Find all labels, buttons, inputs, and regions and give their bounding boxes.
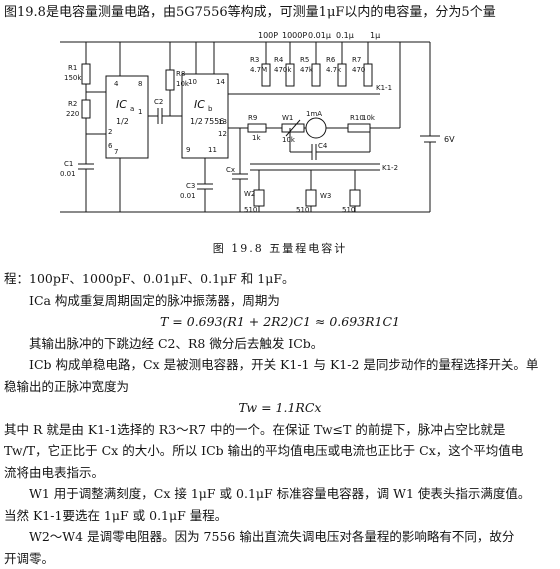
pin-number: 1 — [138, 108, 142, 116]
ic-b-name: IC — [194, 98, 205, 111]
paragraph: W2～W4 是调零电阻器。因为 7556 输出直流失调电压对各量程的影响略有不同… — [4, 526, 556, 548]
r1-value: 150k — [64, 74, 82, 82]
r9-value: 1k — [252, 134, 261, 142]
w1-label: W1 — [282, 114, 293, 122]
figure-caption: 图 19.8 五量程电容计 — [0, 240, 560, 256]
r8-label: R8 — [176, 70, 185, 78]
w2-value: 510 — [244, 206, 257, 214]
pin-number: 8 — [138, 80, 142, 88]
r2-value: 220 — [66, 110, 79, 118]
circuit-diagram: 100P 1000P 0.01μ 0.1μ 1μ R3 4.7M R4 470k… — [0, 24, 560, 250]
resistor-value: 4.7k — [326, 66, 342, 74]
battery-label: 6V — [444, 135, 455, 144]
pin-number: 13 — [218, 118, 227, 126]
paragraph: W1 用于调整满刻度，Cx 接 1μF 或 0.1μF 标准容量电容器，调 W1… — [4, 483, 556, 505]
meter-label: 1mA — [306, 110, 322, 118]
paragraph: 程：100pF、1000pF、0.01μF、0.1μF 和 1μF。 — [4, 268, 556, 290]
paragraph: 稳输出的正脉冲宽度为 — [4, 376, 556, 398]
range-label: 1000P — [282, 31, 307, 40]
r10-value: 10k — [362, 114, 376, 122]
pin-number: 7 — [114, 148, 118, 156]
w3-value: 510 — [296, 206, 309, 214]
resistor-label: R3 — [250, 56, 259, 64]
c4-label: C4 — [318, 142, 328, 150]
ic-a-sub: a — [130, 105, 134, 113]
r8-value: 10k — [176, 80, 190, 88]
c2-label: C2 — [154, 98, 163, 106]
pin-number: 12 — [218, 130, 227, 138]
page: 图19.8是电容量测量电路，由5G7556等构成，可测量1μF以内的电容量，分为… — [0, 0, 560, 551]
resistor-value: 470 — [352, 66, 365, 74]
ic-b-sub: b — [208, 105, 213, 113]
c3-value: 0.01 — [180, 192, 196, 200]
resistor-label: R6 — [326, 56, 336, 64]
paragraph: ICa 构成重复周期固定的脉冲振荡器，周期为 — [4, 290, 556, 312]
pin-number: 6 — [108, 142, 113, 150]
r1-label: R1 — [68, 64, 77, 72]
range-label: 1μ — [370, 31, 380, 40]
intro-text: 图19.8是电容量测量电路，由5G7556等构成，可测量1μF以内的电容量，分为… — [4, 4, 556, 22]
paragraph: 当然 K1-1要选在 1μF 或 0.1μF 量程。 — [4, 505, 556, 527]
pin-number: 10 — [188, 78, 197, 86]
c1-label: C1 — [64, 160, 73, 168]
paragraph: Tw/T，它正比于 Cx 的大小。所以 ICb 输出的平均值电压或电流也正比于 … — [4, 440, 556, 462]
ic-a-frac: 1/2 — [116, 117, 129, 126]
ic-a-name: IC — [116, 98, 127, 111]
k12-label: K1-2 — [382, 164, 398, 172]
pin-number: 9 — [186, 146, 190, 154]
r9-label: R9 — [248, 114, 257, 122]
paragraph: 其中 R 就是由 K1-1选择的 R3～R7 中的一个。在保证 Tw≤T 的前提… — [4, 419, 556, 441]
resistor-label: R4 — [274, 56, 284, 64]
c3-label: C3 — [186, 182, 195, 190]
range-label: 0.1μ — [336, 31, 354, 40]
w4-value: 510 — [342, 206, 355, 214]
formula-period: T = 0.693(R1 + 2R2)C1 ≈ 0.693R1C1 — [4, 311, 556, 333]
w1-value: 10k — [282, 136, 296, 144]
paragraph: 流将由电表指示。 — [4, 462, 556, 484]
k11-label: K1-1 — [376, 84, 392, 92]
formula-pulse-width: Tw = 1.1RCx — [4, 397, 556, 419]
ic-b-frac: 1/2 — [190, 117, 203, 126]
w3-label: W3 — [320, 192, 331, 200]
pin-number: 14 — [216, 78, 225, 86]
cx-label: Cx — [226, 166, 235, 174]
r2-label: R2 — [68, 100, 77, 108]
pin-number: 4 — [114, 80, 119, 88]
range-label: 0.01μ — [308, 31, 331, 40]
resistor-label: R5 — [300, 56, 309, 64]
paragraph: ICb 构成单稳电路，Cx 是被测电容器，开关 K1-1 与 K1-2 是同步动… — [4, 354, 556, 376]
pin-number: 11 — [208, 146, 217, 154]
c1-value: 0.01 — [60, 170, 76, 178]
pin-number: 2 — [108, 128, 112, 136]
resistor-value: 47k — [300, 66, 314, 74]
resistor-value: 470k — [274, 66, 292, 74]
resistor-label: R7 — [352, 56, 361, 64]
range-label: 100P — [258, 31, 278, 40]
body-text: 程：100pF、1000pF、0.01μF、0.1μF 和 1μF。 ICa 构… — [4, 268, 556, 569]
resistor-value: 4.7M — [250, 66, 267, 74]
w2-label: W2 — [244, 190, 255, 198]
paragraph: 其输出脉冲的下跳边经 C2、R8 微分后去触发 ICb。 — [4, 333, 556, 355]
